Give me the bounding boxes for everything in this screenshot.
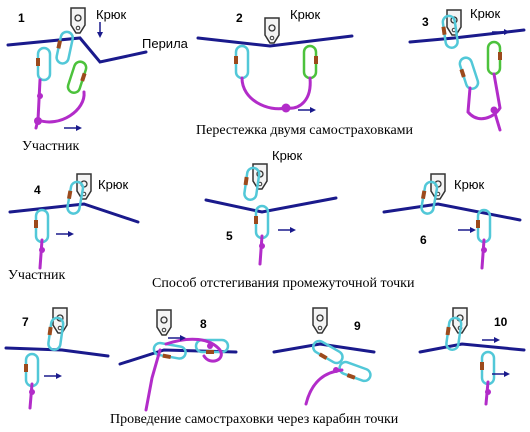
- step-number: 1: [18, 11, 25, 25]
- lanyard-rope: [284, 76, 312, 110]
- carabiner-icon: [486, 40, 502, 76]
- step-number: 3: [422, 15, 429, 29]
- carabiner-icon: [53, 28, 76, 67]
- lanyard-rope: [36, 78, 42, 122]
- piton-hook-icon: [312, 307, 328, 334]
- step-9-panel: 9: [272, 307, 376, 406]
- arrow-down-icon: [97, 22, 103, 38]
- railing-label: Перила: [142, 36, 189, 51]
- knot: [259, 243, 265, 249]
- step-10-panel: 10: [418, 307, 526, 406]
- step-number: 9: [354, 319, 361, 333]
- railing-rope: [6, 36, 148, 64]
- carabiner-icon: [302, 44, 318, 80]
- knot: [333, 367, 339, 373]
- step-2-panel: 2 Крюк: [196, 7, 354, 114]
- step-7-panel: 7: [4, 307, 110, 410]
- arrow-right-icon: [297, 106, 317, 114]
- lanyard-rope: [144, 348, 162, 412]
- step-number: 5: [226, 229, 233, 243]
- caption-row-3: Проведение самостраховки через карабин т…: [110, 412, 399, 427]
- lanyard-rope: [36, 90, 86, 124]
- step-number: 8: [200, 317, 207, 331]
- hook-label: Крюк: [272, 148, 303, 163]
- knot: [481, 247, 487, 253]
- knot: [490, 106, 498, 114]
- step-4-panel: 4 Крюк Участник: [8, 173, 140, 283]
- knot: [37, 93, 43, 99]
- step-6-panel: 6 Крюк: [382, 173, 522, 270]
- knot: [29, 389, 35, 395]
- piton-hook-icon: [156, 309, 172, 336]
- step-1-panel: 1 Крюк Перила Участник: [6, 7, 189, 154]
- arrow-right-icon: [457, 226, 477, 234]
- lanyard-rope: [240, 76, 288, 111]
- carabiner-icon: [456, 54, 482, 93]
- knot: [281, 103, 291, 113]
- arrow-right-icon: [277, 226, 297, 234]
- lanyard-rope: [258, 234, 264, 266]
- hook-label: Крюк: [454, 177, 485, 192]
- hook-label: Крюк: [98, 177, 129, 192]
- caption-row-1: Перестежка двумя самостраховками: [196, 123, 414, 138]
- knot: [207, 343, 213, 349]
- railing-rope: [4, 346, 110, 358]
- railing-rope: [196, 34, 354, 48]
- hook-label: Крюк: [290, 7, 321, 22]
- carabiner-icon: [309, 336, 347, 368]
- railing-rope: [8, 202, 140, 224]
- carabiner-icon: [24, 352, 40, 388]
- piton-hook-icon: [70, 7, 86, 34]
- knot: [485, 389, 491, 395]
- knot: [34, 117, 42, 125]
- lanyard-rope: [28, 382, 34, 410]
- step-8-panel: 8: [118, 309, 238, 412]
- carabiner-icon: [36, 46, 52, 82]
- step-number: 7: [22, 315, 29, 329]
- step-3-panel: 3 Крюк: [408, 6, 526, 132]
- railing-rope: [382, 202, 522, 222]
- lanyard-rope: [304, 368, 344, 406]
- carabiner-icon: [335, 358, 375, 385]
- railing-rope: [204, 196, 338, 214]
- railing-rope: [272, 342, 376, 354]
- lanyard-rope: [480, 238, 486, 270]
- railing-rope: [418, 342, 526, 354]
- step-number: 4: [34, 183, 41, 197]
- knot: [39, 247, 45, 253]
- piton-hook-icon: [52, 307, 68, 334]
- carabiner-icon: [234, 44, 250, 80]
- hook-label: Крюк: [470, 6, 501, 21]
- arrow-right-icon: [43, 372, 63, 380]
- lanyard-rope: [38, 238, 44, 270]
- hook-label: Крюк: [96, 7, 127, 22]
- step-number: 10: [494, 315, 508, 329]
- step-5-panel: 5 Крюк: [204, 148, 338, 266]
- lanyard-rope: [164, 337, 223, 363]
- piton-hook-icon: [264, 17, 280, 44]
- caption-row-2: Способ отстегивания промежуточной точки: [152, 276, 415, 291]
- arrow-right-icon: [481, 336, 501, 344]
- step-number: 6: [420, 233, 427, 247]
- participant-label: Участник: [8, 268, 65, 283]
- arrow-right-icon: [55, 230, 75, 238]
- lanyard-rope: [466, 72, 502, 121]
- participant-label: Участник: [22, 139, 79, 154]
- carabiner-icon: [480, 350, 496, 386]
- step-number: 2: [236, 11, 243, 25]
- arrow-right-icon: [63, 124, 83, 132]
- carabiner-icon: [64, 58, 90, 97]
- carabiner-icon: [34, 208, 50, 244]
